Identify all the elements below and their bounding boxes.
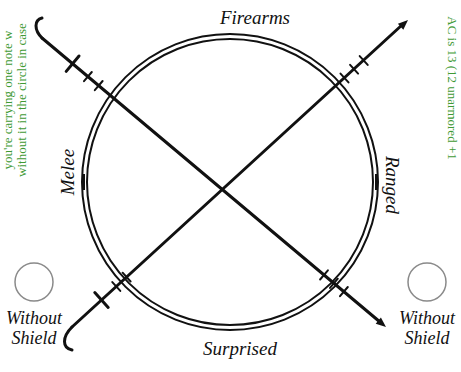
shield-circle: Without Shield — [2, 262, 66, 350]
checkbox-circle — [2, 262, 66, 302]
sword-a — [36, 18, 380, 322]
quadrant-label: Ranged — [381, 156, 403, 214]
side-note: AC is 13 (12 unarmored +1 — [445, 16, 459, 159]
checkbox-circle-outline — [408, 263, 446, 301]
side-note: you're carrying one note w — [1, 31, 15, 170]
sword-point — [376, 318, 386, 328]
shield-circle: Without Shield — [395, 262, 459, 350]
sword-point — [398, 20, 408, 30]
sword-b — [65, 25, 403, 350]
side-note: without it in the circle in case — [15, 23, 29, 177]
quadrant-label: Melee — [57, 149, 79, 195]
checkbox-circle-outline — [15, 263, 53, 301]
shield-label: Without Shield — [2, 308, 66, 348]
ring-tick — [83, 174, 85, 190]
checkbox-circle — [395, 262, 459, 302]
quadrant-label: Surprised — [203, 338, 277, 360]
ring-tick — [375, 174, 377, 190]
quadrant-label: Firearms — [220, 7, 290, 29]
shield-label: Without Shield — [395, 308, 459, 348]
